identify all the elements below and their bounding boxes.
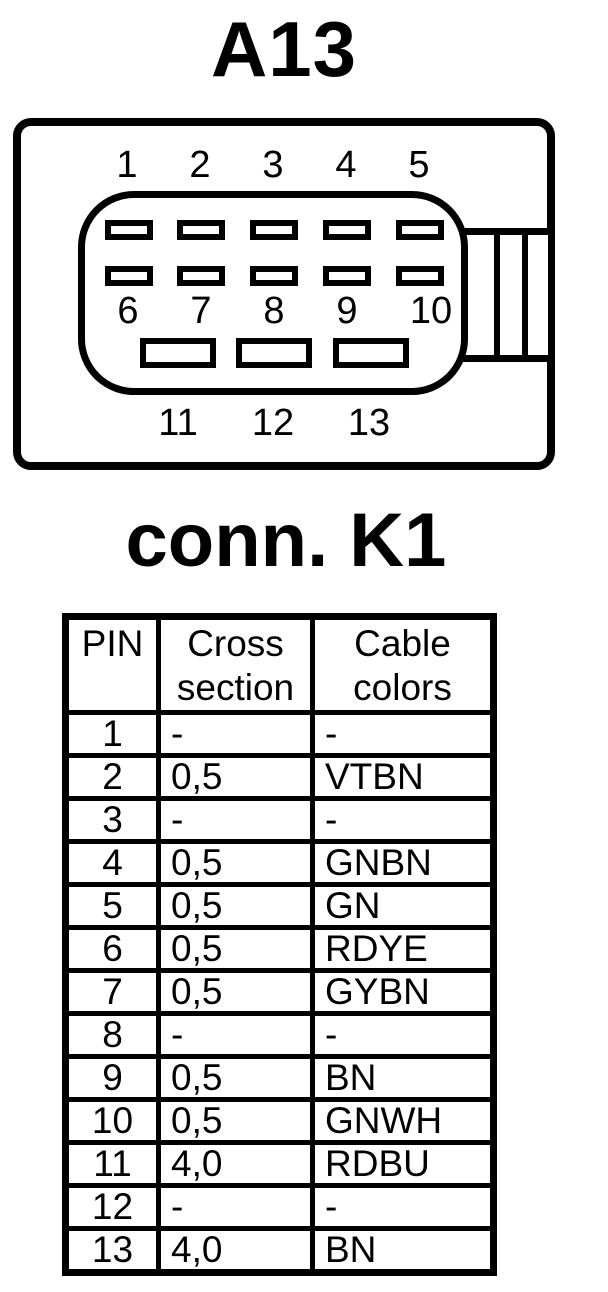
pin-label-6: 6 xyxy=(117,290,139,332)
table-row: 2 0,5 VTBN xyxy=(63,753,496,801)
table-row: 10 0,5 GNWH xyxy=(63,1097,496,1145)
cross-section-cell: - xyxy=(156,796,315,844)
header-cross-section: Cross section xyxy=(156,614,315,715)
pin-label-12: 12 xyxy=(251,402,295,444)
pin-slot-12 xyxy=(236,338,312,368)
cable-color-cell: GNWH xyxy=(310,1097,496,1145)
pin-slot-1 xyxy=(105,220,153,240)
pin-label-3: 3 xyxy=(262,144,284,186)
table-row: 3 - - xyxy=(63,796,496,844)
pin-cell: 9 xyxy=(63,1054,161,1102)
pin-slot-11 xyxy=(140,338,216,368)
pin-slot-5 xyxy=(396,220,444,240)
pin-slot-4 xyxy=(323,220,371,240)
connector-latch xyxy=(455,228,548,362)
table-row: 5 0,5 GN xyxy=(63,882,496,930)
table-row: 7 0,5 GYBN xyxy=(63,968,496,1016)
cable-color-cell: GN xyxy=(310,882,496,930)
pin-label-5: 5 xyxy=(408,144,430,186)
header-cable-colors: Cable colors xyxy=(310,614,496,715)
cross-section-cell: 0,5 xyxy=(156,839,315,887)
connector-outline xyxy=(13,118,555,470)
pin-label-2: 2 xyxy=(189,144,211,186)
table-row: 1 - - xyxy=(63,710,496,758)
table-row: 8 - - xyxy=(63,1011,496,1059)
cross-section-cell: 0,5 xyxy=(156,1097,315,1145)
cross-section-cell: 0,5 xyxy=(156,925,315,973)
pin-slot-7 xyxy=(177,266,225,286)
pin-cell: 4 xyxy=(63,839,161,887)
pin-label-1: 1 xyxy=(116,144,138,186)
cable-color-cell: GNBN xyxy=(310,839,496,887)
pin-cell: 11 xyxy=(63,1140,161,1188)
cable-color-cell: BN xyxy=(310,1054,496,1102)
connector-label: conn. K1 xyxy=(125,498,447,583)
pin-label-8: 8 xyxy=(263,290,285,332)
table-row: 13 4,0 BN xyxy=(63,1226,496,1275)
cross-section-cell: 0,5 xyxy=(156,753,315,801)
pin-label-4: 4 xyxy=(335,144,357,186)
cross-section-cell: 0,5 xyxy=(156,882,315,930)
pin-slot-10 xyxy=(396,266,444,286)
pin-cell: 5 xyxy=(63,882,161,930)
pin-label-10: 10 xyxy=(409,290,453,332)
pin-cell: 13 xyxy=(63,1226,161,1275)
cable-color-cell: - xyxy=(310,1011,496,1059)
cable-color-cell: VTBN xyxy=(310,753,496,801)
pin-cell: 3 xyxy=(63,796,161,844)
pin-cell: 6 xyxy=(63,925,161,973)
pin-label-7: 7 xyxy=(190,290,212,332)
header-pin: PIN xyxy=(63,614,161,715)
pin-slot-13 xyxy=(333,338,409,368)
table-row: 11 4,0 RDBU xyxy=(63,1140,496,1188)
latch-divider-2 xyxy=(522,228,528,362)
pin-cell: 8 xyxy=(63,1011,161,1059)
cable-color-cell: GYBN xyxy=(310,968,496,1016)
pin-cell: 1 xyxy=(63,710,161,758)
table-row: 12 - - xyxy=(63,1183,496,1231)
pin-label-9: 9 xyxy=(336,290,358,332)
pin-slot-9 xyxy=(323,266,371,286)
cable-color-cell: BN xyxy=(310,1226,496,1275)
cable-color-cell: RDBU xyxy=(310,1140,496,1188)
cross-section-cell: - xyxy=(156,1183,315,1231)
cross-section-cell: 4,0 xyxy=(156,1226,315,1275)
table-row: 4 0,5 GNBN xyxy=(63,839,496,887)
pin-slot-8 xyxy=(250,266,298,286)
pin-slot-2 xyxy=(177,220,225,240)
cable-color-cell: - xyxy=(310,710,496,758)
cable-color-cell: RDYE xyxy=(310,925,496,973)
table-row: 6 0,5 RDYE xyxy=(63,925,496,973)
pin-cell: 10 xyxy=(63,1097,161,1145)
pin-slot-3 xyxy=(250,220,298,240)
cross-section-cell: - xyxy=(156,1011,315,1059)
table-header-row: PIN Cross section Cable colors xyxy=(63,614,496,715)
cross-section-cell: 4,0 xyxy=(156,1140,315,1188)
cable-color-cell: - xyxy=(310,1183,496,1231)
cable-color-cell: - xyxy=(310,796,496,844)
pin-cell: 12 xyxy=(63,1183,161,1231)
cross-section-cell: - xyxy=(156,710,315,758)
latch-divider-1 xyxy=(494,228,500,362)
pin-slot-6 xyxy=(105,266,153,286)
page-title: A13 xyxy=(210,5,358,93)
pin-label-11: 11 xyxy=(158,402,198,444)
pin-cell: 7 xyxy=(63,968,161,1016)
cross-section-cell: 0,5 xyxy=(156,1054,315,1102)
pin-label-13: 13 xyxy=(347,402,391,444)
table-row: 9 0,5 BN xyxy=(63,1054,496,1102)
cross-section-cell: 0,5 xyxy=(156,968,315,1016)
pin-cell: 2 xyxy=(63,753,161,801)
pin-table: PIN Cross section Cable colors 1 - - 2 0… xyxy=(62,613,497,1276)
